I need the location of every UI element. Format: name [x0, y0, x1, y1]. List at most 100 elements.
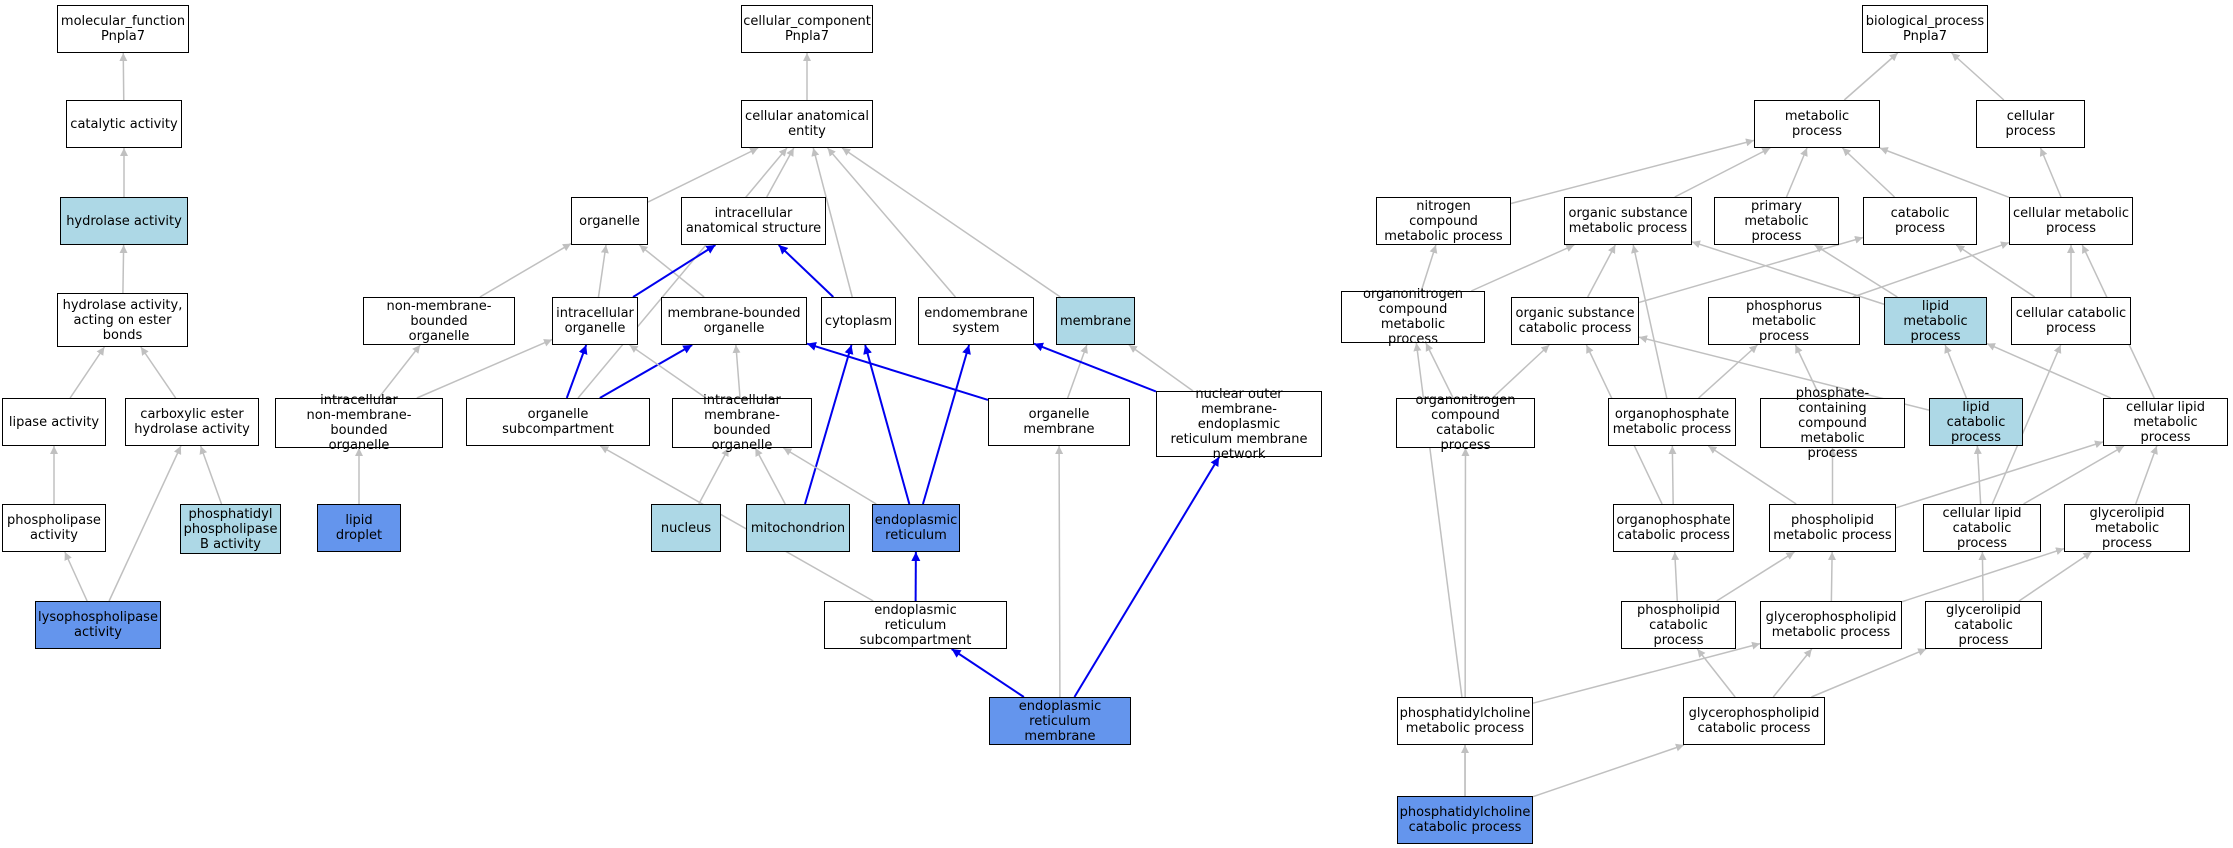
edge-glmp-to-clmp: [2135, 445, 2158, 505]
node-organophosphate-metabolic-process[interactable]: organophosphate metabolic process: [1608, 398, 1736, 446]
edge-lmp-to-osmp: [1691, 240, 1885, 305]
node-lysophospholipase-activity[interactable]: lysophospholipase activity: [35, 601, 161, 649]
edge-oscp-to-catab: [1638, 235, 1864, 304]
node-cellular-lipid-metabolic-process[interactable]: cellular lipid metabolic process: [2103, 398, 2228, 446]
node-membrane[interactable]: membrane: [1056, 297, 1135, 345]
node-intracellular-non-membrane-bounded-organelle[interactable]: intracellular non-membrane-bounded organ…: [275, 393, 443, 453]
node-endomembrane-system[interactable]: endomembrane system: [918, 297, 1034, 345]
node-catalytic-activity[interactable]: catalytic activity: [66, 100, 182, 148]
node-cellular-anatomical-entity[interactable]: cellular anatomical entity: [741, 100, 873, 148]
node-nitrogen-compound-metabolic-process[interactable]: nitrogen compound metabolic process: [1376, 197, 1511, 245]
node-organelle[interactable]: organelle: [571, 197, 648, 245]
edge-mito-to-imbo: [754, 447, 786, 505]
node-carboxylic-ester-hydrolase[interactable]: carboxylic ester hydrolase activity: [125, 398, 259, 446]
node-phosphate-containing-compound-metabolic-process[interactable]: phosphate-containing compound metabolic …: [1760, 386, 1905, 461]
node-phospholipase-activity[interactable]: phospholipase activity: [2, 504, 106, 552]
edge-glcp-to-clcp: [1978, 551, 1987, 602]
edge-cmp-to-metab: [1879, 147, 2010, 199]
node-phospholipid-catabolic-process[interactable]: phospholipid catabolic process: [1621, 601, 1736, 649]
node-organelle-membrane[interactable]: organelle membrane: [988, 398, 1130, 446]
edge-nucleus-to-imbo: [698, 447, 730, 505]
node-lipid-metabolic-process[interactable]: lipid metabolic process: [1884, 297, 1987, 345]
node-lipid-catabolic-process[interactable]: lipid catabolic process: [1929, 398, 2023, 446]
node-phosphatidylcholine-catabolic-process[interactable]: phosphatidylcholine catabolic process: [1397, 796, 1533, 844]
edge-omem-to-membrane: [1066, 344, 1088, 399]
node-lipase-activity[interactable]: lipase activity: [2, 398, 106, 446]
node-organophosphate-catabolic-process[interactable]: organophosphate catabolic process: [1613, 504, 1734, 552]
edge-hydrolase_ester-to-hydrolase: [119, 244, 128, 294]
node-hydrolase-activity-ester-bonds[interactable]: hydrolase activity, acting on ester bond…: [57, 293, 188, 347]
node-cellular-component-root[interactable]: cellular_component Pnpla7: [741, 5, 873, 53]
node-catabolic-process[interactable]: catabolic process: [1863, 197, 1977, 245]
edge-mbo-to-organelle: [638, 244, 705, 298]
edge-io-to-organelle: [597, 244, 609, 298]
edge-carboxylic-to-hydrolase_ester: [140, 346, 177, 399]
node-lipid-droplet[interactable]: lipid droplet: [317, 504, 401, 552]
edge-plcp-to-opcp: [1671, 551, 1680, 602]
edge-oscp-to-osmp: [1587, 244, 1616, 298]
edge-ermem-to-omem: [1055, 445, 1064, 698]
node-phosphorus-metabolic-process[interactable]: phosphorus metabolic process: [1708, 297, 1860, 345]
node-nucleus[interactable]: nucleus: [651, 504, 721, 552]
node-organic-substance-catabolic-process[interactable]: organic substance catabolic process: [1511, 297, 1639, 345]
node-nuclear-outer-membrane-er-network[interactable]: nuclear outer membrane-endoplasmic retic…: [1156, 387, 1322, 462]
node-organonitrogen-compound-metabolic-process[interactable]: organonitrogen compound metabolic proces…: [1341, 287, 1485, 347]
edge-pl_b-to-carboxylic: [199, 445, 223, 505]
node-intracellular-organelle[interactable]: intracellular organelle: [552, 297, 638, 345]
node-cytoplasm[interactable]: cytoplasm: [821, 297, 896, 345]
edge-cmp-to-cellproc: [2039, 147, 2062, 198]
edge-lipase-to-hydrolase_ester: [69, 346, 105, 399]
node-glycerolipid-catabolic-process[interactable]: glycerolipid catabolic process: [1925, 601, 2042, 649]
node-cellular-process[interactable]: cellular process: [1976, 100, 2085, 148]
edge-cytoplasm-to-ias: [778, 244, 834, 298]
edge-nucout-to-endomem: [1033, 342, 1157, 393]
node-endoplasmic-reticulum[interactable]: endoplasmic reticulum: [872, 504, 960, 552]
edge-ersub-to-osub: [599, 445, 874, 602]
edge-endomem-to-cae: [827, 147, 956, 298]
node-hydrolase-activity[interactable]: hydrolase activity: [60, 197, 188, 245]
edge-plmp-to-clmp: [1895, 440, 2104, 509]
edge-lcp-to-oscp: [1638, 335, 1930, 411]
edge-inmbo-to-io: [416, 338, 553, 399]
node-phosphatidyl-phospholipase-b[interactable]: phosphatidyl phospholipase B activity: [180, 504, 281, 554]
edge-plmp-to-opmp: [1707, 445, 1797, 505]
node-biological-process-root[interactable]: biological_process Pnpla7: [1862, 5, 1988, 53]
node-mitochondrion[interactable]: mitochondrion: [746, 504, 850, 552]
node-organonitrogen-compound-catabolic-process[interactable]: organonitrogen compound catabolic proces…: [1396, 393, 1535, 453]
edge-osub-to-cae: [577, 147, 788, 399]
edge-lysopl-to-carboxylic: [108, 445, 182, 602]
edge-er-to-imbo: [783, 447, 877, 505]
node-glycerophospholipid-metabolic-process[interactable]: glycerophospholipid metabolic process: [1760, 601, 1902, 649]
edge-er-to-cytoplasm: [863, 344, 911, 505]
node-intracellular-membrane-bounded-organelle[interactable]: intracellular membrane-bounded organelle: [672, 393, 812, 453]
edge-pccmp-to-phosmp: [1794, 344, 1822, 399]
node-molecular-function-root[interactable]: molecular_function Pnpla7: [57, 5, 189, 53]
edge-nmbo-to-organelle: [479, 242, 572, 298]
node-phospholipid-metabolic-process[interactable]: phospholipid metabolic process: [1769, 504, 1896, 552]
node-er-subcompartment[interactable]: endoplasmic reticulum subcompartment: [824, 601, 1007, 649]
edge-ncmp-to-metab: [1510, 138, 1755, 205]
node-glycerolipid-metabolic-process[interactable]: glycerolipid metabolic process: [2064, 504, 2190, 552]
node-non-membrane-bounded-organelle[interactable]: non-membrane-bounded organelle: [363, 297, 515, 345]
node-organelle-subcompartment[interactable]: organelle subcompartment: [466, 398, 650, 446]
node-primary-metabolic-process[interactable]: primary metabolic process: [1714, 197, 1839, 245]
node-cellular-lipid-catabolic-process[interactable]: cellular lipid catabolic process: [1923, 504, 2041, 552]
edge-inmbo-to-nmbo: [378, 344, 421, 399]
edge-gplmp-to-plmp: [1828, 551, 1837, 602]
node-cellular-metabolic-process[interactable]: cellular metabolic process: [2009, 197, 2133, 245]
node-er-membrane[interactable]: endoplasmic reticulum membrane: [989, 697, 1131, 745]
edge-nucout-to-membrane: [1128, 344, 1194, 392]
edge-omem-to-mbo: [806, 342, 989, 401]
edge-plcp-to-plmp: [1716, 551, 1795, 602]
node-metabolic-process[interactable]: metabolic process: [1754, 100, 1880, 148]
node-phosphatidylcholine-metabolic-process[interactable]: phosphatidylcholine metabolic process: [1397, 697, 1533, 745]
node-membrane-bounded-organelle[interactable]: membrane-bounded organelle: [661, 297, 807, 345]
edge-organelle-to-cae: [647, 147, 759, 203]
edge-cellproc-to-bp_root: [1951, 52, 2005, 101]
edge-clcp-to-clmp: [2023, 445, 2125, 505]
node-organic-substance-metabolic-process[interactable]: organic substance metabolic process: [1564, 197, 1692, 245]
node-glycerophospholipid-catabolic-process[interactable]: glycerophospholipid catabolic process: [1683, 697, 1825, 745]
node-cellular-catabolic-process[interactable]: cellular catabolic process: [2011, 297, 2131, 345]
node-intracellular-anatomical-structure[interactable]: intracellular anatomical structure: [681, 197, 826, 245]
edge-osmp-to-metab: [1674, 147, 1771, 198]
